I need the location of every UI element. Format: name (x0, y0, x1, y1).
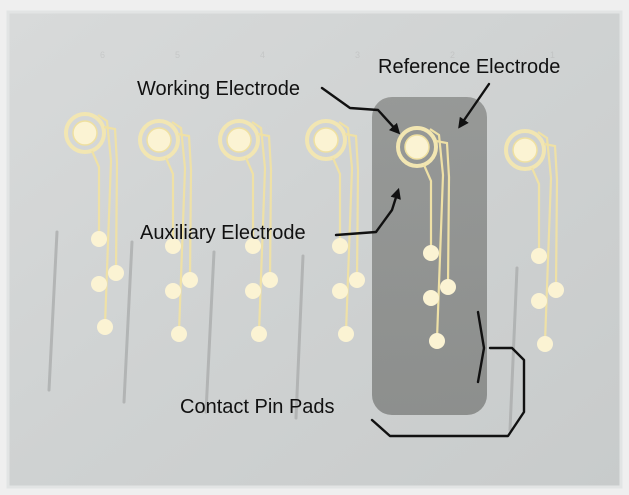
svg-text:4: 4 (260, 50, 265, 60)
reference-electrode-label: Reference Electrode (378, 56, 560, 78)
contact-pads-bracket (476, 310, 486, 384)
svg-text:1: 1 (550, 50, 555, 60)
svg-text:5: 5 (175, 50, 180, 60)
svg-text:3: 3 (355, 50, 360, 60)
contact-pads-connector (370, 346, 526, 438)
working-electrode-arrow (320, 86, 401, 135)
auxiliary-electrode-arrow (334, 187, 401, 237)
working-electrode-label: Working Electrode (137, 78, 300, 100)
svg-text:2: 2 (450, 50, 455, 60)
svg-text:6: 6 (100, 50, 105, 60)
contact-pin-pads-label: Contact Pin Pads (180, 396, 335, 418)
auxiliary-electrode-label: Auxiliary Electrode (140, 222, 306, 244)
reference-electrode-arrow (458, 82, 491, 129)
